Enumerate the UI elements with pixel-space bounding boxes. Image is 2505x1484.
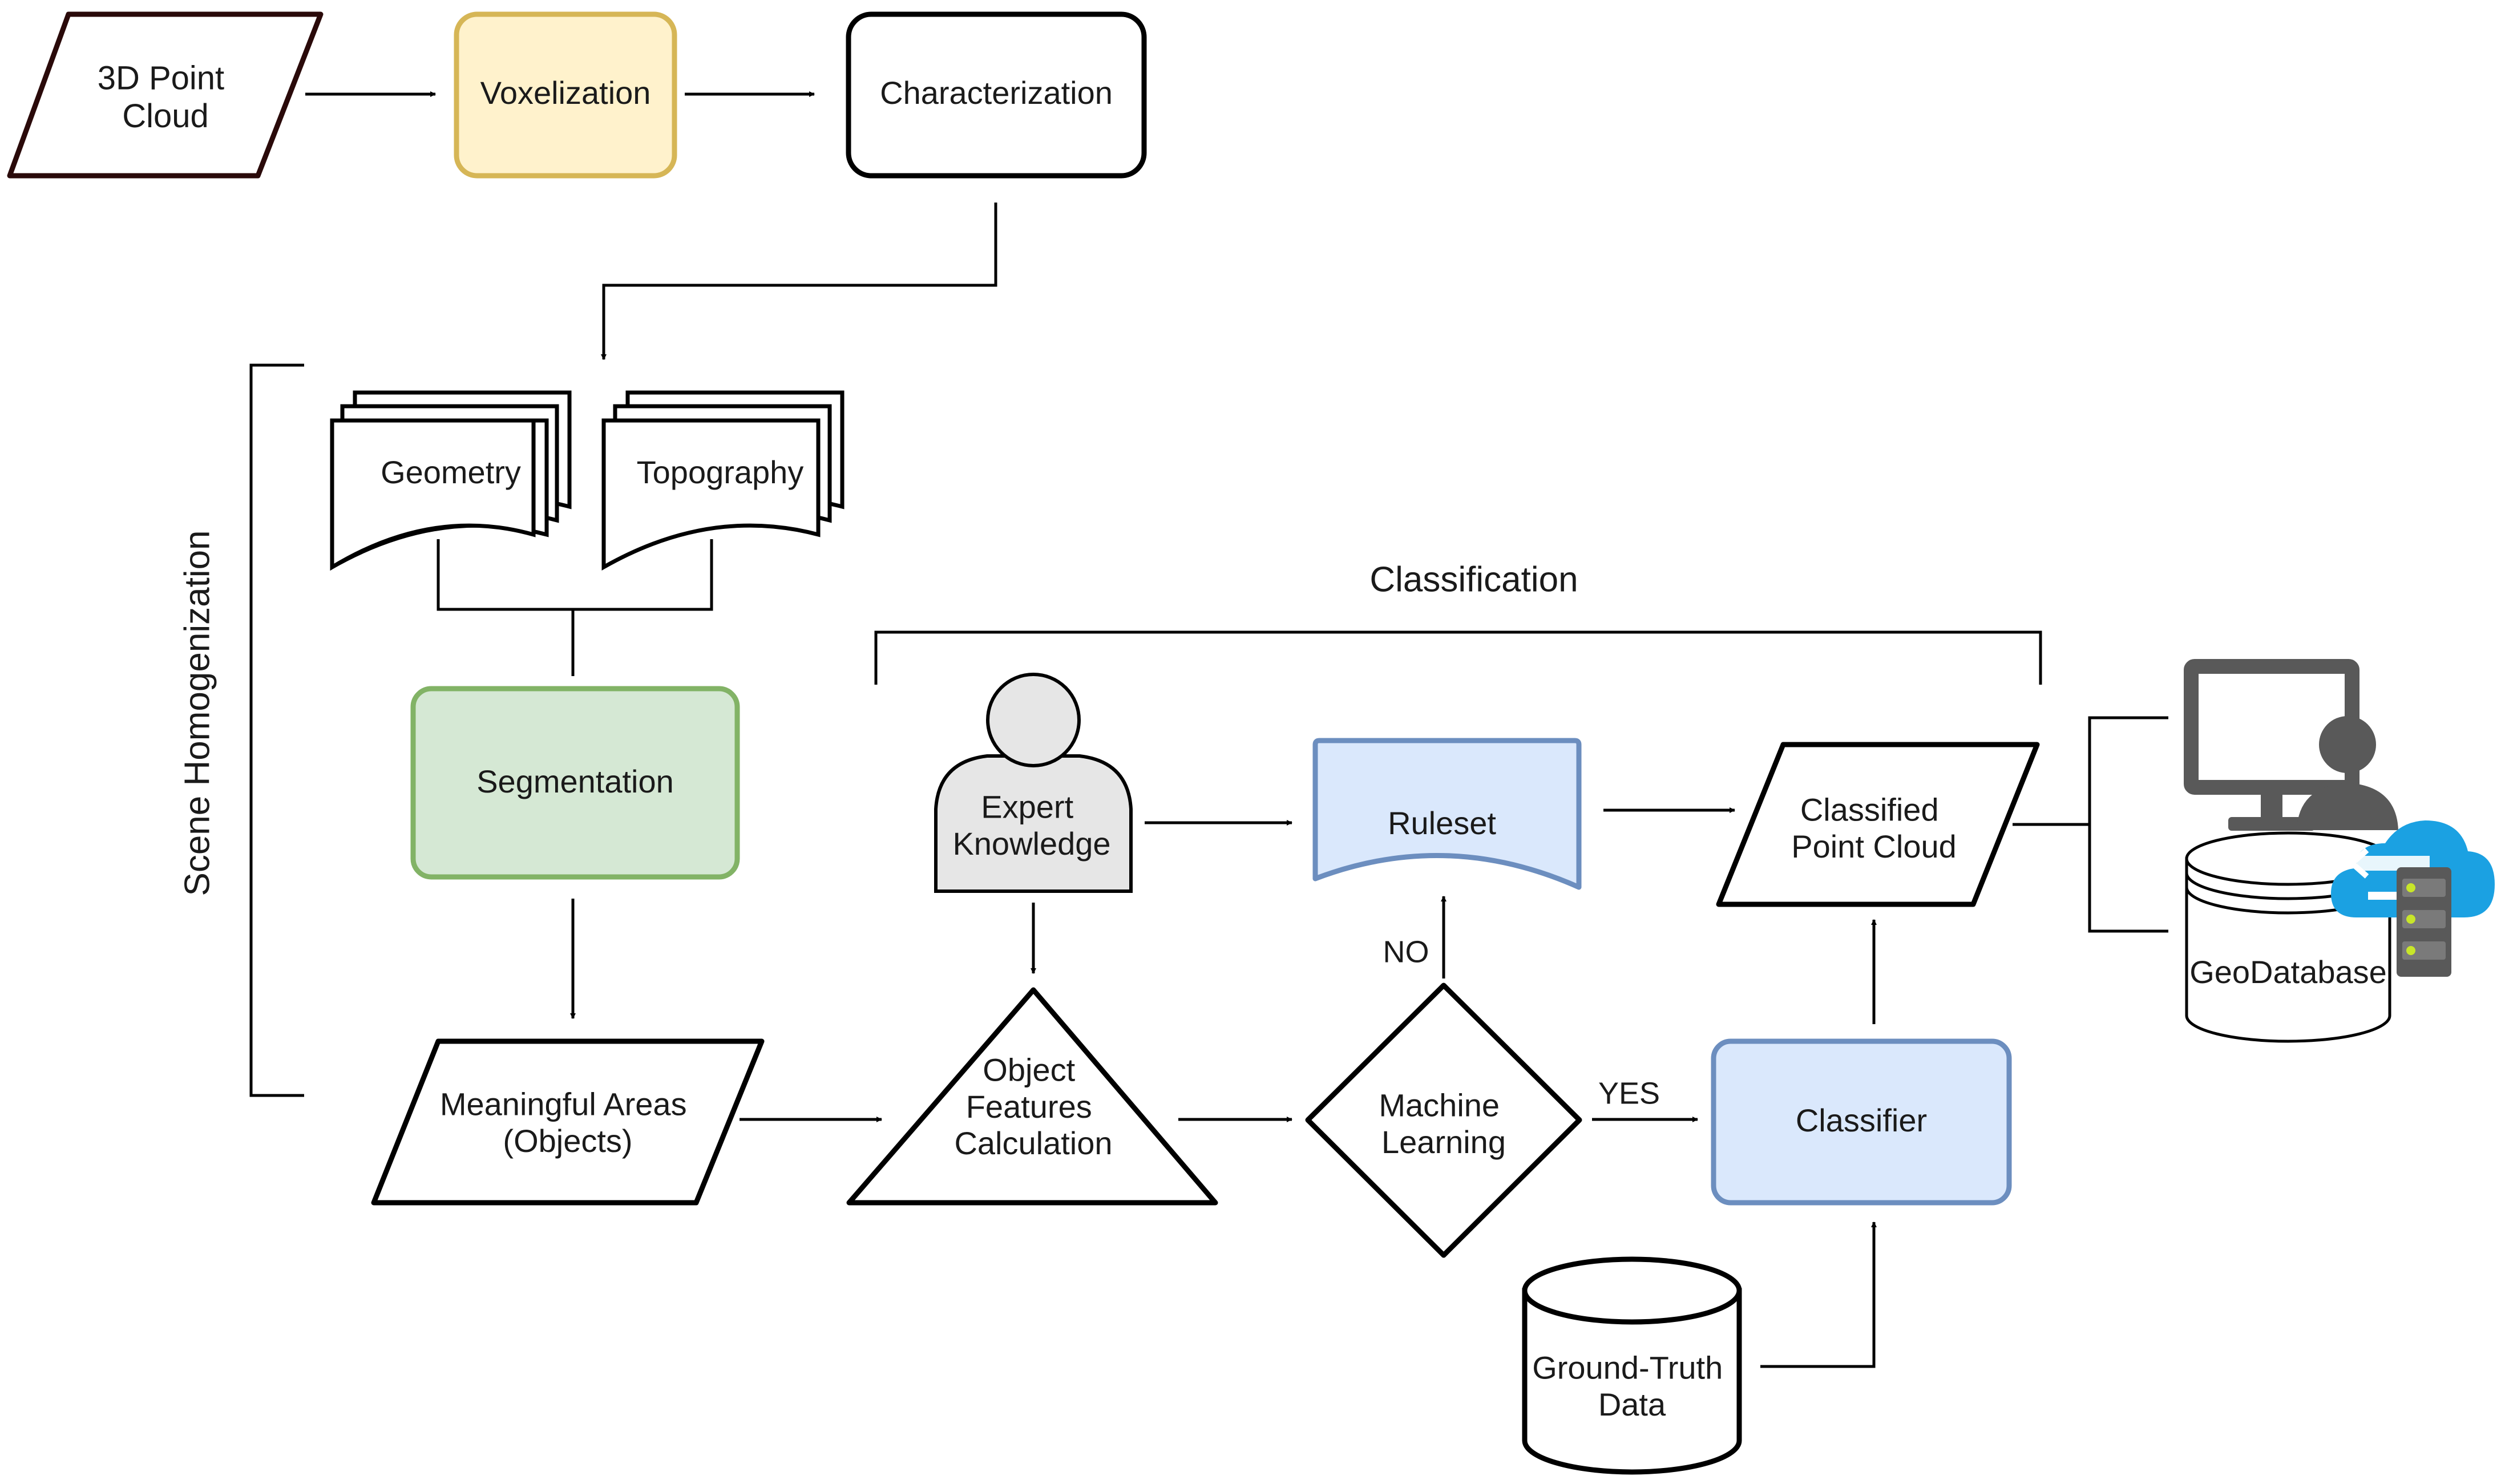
edge-features-merge bbox=[437, 539, 713, 611]
node-classifier: Classifier bbox=[1711, 1038, 2012, 1206]
scene-homogenization-group: Scene Homogenization bbox=[177, 363, 304, 1097]
characterization-label: Characterization bbox=[880, 75, 1113, 111]
scene-homogenization-bracket bbox=[249, 363, 304, 1097]
edge-characterization-features bbox=[601, 203, 997, 360]
classified-point-cloud-label: Classified Point Cloud bbox=[1791, 792, 1957, 864]
node-object-features: Object Features Calculation bbox=[846, 987, 1218, 1206]
node-topography: Topography bbox=[601, 390, 845, 571]
geodatabase-label: GeoDatabase bbox=[2189, 954, 2387, 990]
node-ground-truth: Ground-Truth Data bbox=[1522, 1256, 1742, 1475]
edge-groundtruth-classifier bbox=[1760, 1222, 1877, 1368]
node-expert-knowledge: Expert Knowledge bbox=[934, 673, 1133, 893]
node-geometry: Geometry bbox=[330, 390, 572, 571]
point-cloud-label: 3D Point Cloud bbox=[98, 59, 234, 135]
classification-label: Classification bbox=[1369, 560, 1578, 599]
expert-body-shape bbox=[934, 754, 1133, 893]
node-segmentation: Segmentation bbox=[410, 686, 740, 880]
classifier-shape bbox=[1711, 1038, 2012, 1206]
edge-label-no: NO bbox=[1383, 935, 1429, 969]
cloud-server-icon bbox=[2331, 820, 2495, 977]
topography-label: Topography bbox=[637, 454, 804, 490]
voxelization-label: Voxelization bbox=[480, 75, 651, 111]
node-meaningful-areas: Meaningful Areas (Objects) bbox=[371, 1038, 765, 1206]
edges bbox=[305, 91, 2168, 1368]
node-classified-point-cloud: Classified Point Cloud bbox=[1716, 742, 2040, 907]
classifier-label: Classifier bbox=[1796, 1102, 1927, 1138]
characterization-shape bbox=[846, 11, 1147, 179]
meaningful-areas-label: Meaningful Areas (Objects) bbox=[440, 1086, 696, 1159]
node-voxelization: Voxelization bbox=[454, 11, 677, 179]
voxelization-shape bbox=[454, 11, 677, 179]
expert-head-shape bbox=[986, 673, 1081, 767]
output-bracket bbox=[2088, 716, 2168, 933]
segmentation-shape bbox=[410, 686, 740, 880]
ground-truth-label: Ground-Truth Data bbox=[1532, 1350, 1732, 1422]
classified-point-cloud-shape bbox=[1716, 742, 2040, 907]
machine-learning-shape bbox=[1305, 982, 1582, 1258]
topography-shape bbox=[601, 418, 821, 571]
classification-group: Classification bbox=[874, 560, 2042, 685]
machine-learning-label: Machine Learning bbox=[1379, 1087, 1508, 1160]
segmentation-label: Segmentation bbox=[476, 763, 674, 799]
point-cloud-shape bbox=[7, 11, 324, 179]
scene-homogenization-label: Scene Homogenization bbox=[177, 530, 217, 896]
node-ruleset: Ruleset bbox=[1312, 738, 1582, 890]
meaningful-areas-shape bbox=[371, 1038, 765, 1206]
classification-bracket bbox=[874, 630, 2042, 685]
node-machine-learning: Machine Learning bbox=[1305, 982, 1582, 1258]
ground-truth-top bbox=[1522, 1256, 1742, 1325]
ruleset-label: Ruleset bbox=[1388, 805, 1496, 841]
object-features-shape bbox=[846, 987, 1218, 1206]
expert-knowledge-label: Expert Knowledge bbox=[952, 789, 1110, 862]
edge-label-yes: YES bbox=[1598, 1076, 1660, 1110]
node-3d-point-cloud: 3D Point Cloud bbox=[7, 11, 324, 179]
ground-truth-body bbox=[1522, 1288, 1742, 1475]
user-workstation-icon bbox=[2184, 659, 2398, 831]
ruleset-shape bbox=[1312, 738, 1582, 890]
object-features-label: Object Features Calculation bbox=[954, 1052, 1112, 1161]
geometry-shape bbox=[330, 418, 536, 571]
geometry-label: Geometry bbox=[381, 454, 521, 490]
node-characterization: Characterization bbox=[846, 11, 1147, 179]
